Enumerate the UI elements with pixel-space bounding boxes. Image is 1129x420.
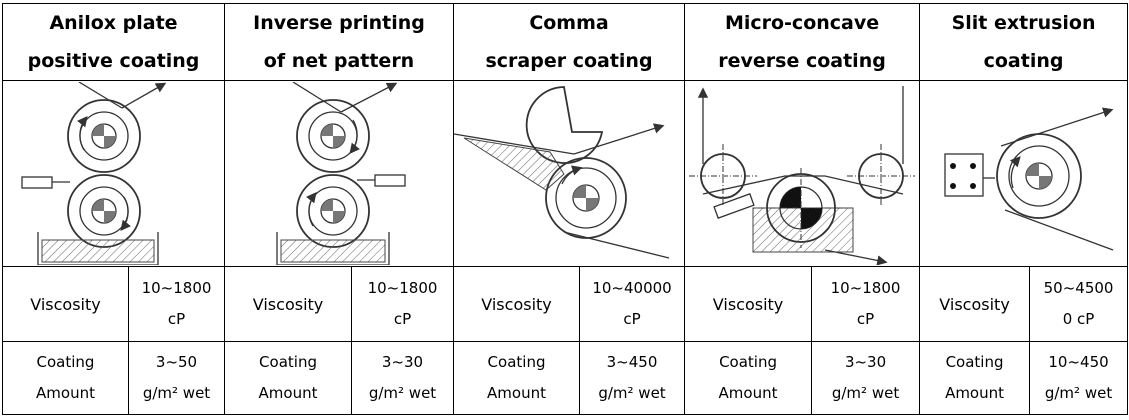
viscosity-value: 10~1800 cP [811,266,921,342]
header-line: of net pattern [263,50,415,72]
value-line: 0 cP [1062,310,1095,328]
anilox-roll-diagram [20,82,166,265]
viscosity-label: Viscosity [224,266,353,342]
label-line: Coating [487,353,546,371]
value-line: g/m² wet [1044,384,1113,402]
diagram-comma-scraper [453,80,686,267]
header-line: scraper coating [485,50,653,72]
label-line: Coating [259,353,317,371]
coating-amount-label: Coating Amount [224,341,353,415]
coating-amount-label: Coating Amount [919,341,1031,415]
header-inverse-printing: Inverse printing of net pattern [224,3,455,81]
diagram-slit-extrusion [919,80,1129,267]
value-line: 10~1800 [367,279,438,297]
value-line: cP [623,310,641,328]
header-line: coating [983,50,1064,72]
coating-amount-value: 3~450 g/m² wet [579,341,686,415]
coating-amount-value: 10~450 g/m² wet [1029,341,1129,415]
coating-amount-label: Coating Amount [2,341,129,415]
value-line: g/m² wet [142,384,211,402]
coating-amount-value: 3~50 g/m² wet [127,341,226,415]
value-line: cP [393,310,412,328]
header-line: Comma [529,12,609,34]
viscosity-label: Viscosity [453,266,581,342]
value-line: g/m² wet [598,384,666,402]
label-line: Amount [945,384,1005,402]
viscosity-label: Viscosity [684,266,813,342]
value-line: 10~40000 [592,279,672,297]
header-line: reverse coating [718,50,886,72]
label-line: Amount [258,384,318,402]
diagram-inverse-printing [224,80,455,267]
value-line: g/m² wet [368,384,437,402]
diagram-micro-concave [684,80,921,267]
viscosity-label: Viscosity [919,266,1031,342]
label-line: Coating [945,353,1004,371]
coating-amount-label: Coating Amount [684,341,813,415]
header-slit-extrusion: Slit extrusion coating [919,3,1129,81]
micro-concave-diagram [689,86,916,265]
viscosity-label: Viscosity [2,266,129,342]
viscosity-value: 10~40000 cP [579,266,686,342]
value-line: 3~450 [606,353,658,371]
value-line: 50~4500 [1043,279,1114,297]
coating-amount-value: 3~30 g/m² wet [811,341,921,415]
header-micro-concave: Micro-concave reverse coating [684,3,921,81]
value-line: 3~30 [381,353,424,371]
label-line: Amount [718,384,778,402]
diagram-anilox [1,80,226,267]
viscosity-value: 50~4500 0 cP [1029,266,1129,342]
label-line: Amount [487,384,546,402]
coating-methods-table: Anilox plate positive coating Inverse pr… [1,3,1129,415]
header-line: Inverse printing [253,12,425,34]
header-line: Slit extrusion [951,12,1096,34]
label-line: Coating [36,353,95,371]
value-line: 3~50 [155,353,198,371]
value-line: g/m² wet [831,384,900,402]
label-line: Coating [719,353,777,371]
value-line: cP [856,310,875,328]
value-line: 10~1800 [141,279,212,297]
header-comma-scraper: Comma scraper coating [453,3,686,81]
inverse-printing-diagram [276,82,406,265]
header-line: Anilox plate [49,12,178,34]
coating-amount-label: Coating Amount [453,341,581,415]
value-line: 3~30 [844,353,887,371]
value-line: 10~450 [1048,353,1109,371]
header-anilox: Anilox plate positive coating [1,3,226,81]
comma-scraper-diagram [454,86,670,259]
coating-amount-value: 3~30 g/m² wet [351,341,455,415]
viscosity-value: 10~1800 cP [351,266,455,342]
header-line: Micro-concave [724,12,880,34]
value-line: cP [167,310,186,328]
label-line: Amount [36,384,95,402]
value-line: 10~1800 [830,279,901,297]
header-line: positive coating [27,50,200,72]
viscosity-value: 10~1800 cP [127,266,226,342]
slit-extrusion-diagram [943,107,1114,251]
